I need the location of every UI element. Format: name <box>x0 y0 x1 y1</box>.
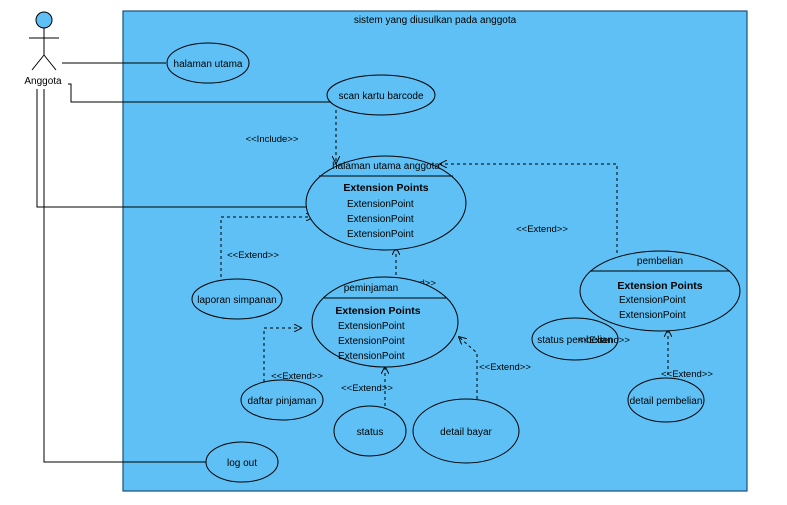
usecase-label: status pembelian <box>537 335 613 346</box>
extend-label-pembelian: <<Extend>> <box>516 224 568 235</box>
usecase-label: log out <box>227 458 257 469</box>
extend-edge-detail-bayar <box>459 337 478 399</box>
usecase-label: scan kartu barcode <box>338 91 423 102</box>
usecase-halaman-utama[interactable]: halaman utama <box>166 42 250 84</box>
usecase-daftar-pinjaman[interactable]: daftar pinjaman <box>240 379 324 421</box>
extension-point: ExtensionPoint <box>347 214 414 225</box>
extend-edge-daftar <box>263 328 301 382</box>
extend-edge-laporan <box>220 217 313 283</box>
extend-label-laporan: <<Extend>> <box>227 250 279 261</box>
extend-label-status-pembelian: <<Extend>> <box>578 335 630 346</box>
extend-label-detail-bayar: <<Extend>> <box>479 362 531 373</box>
extend-label-daftar: <<Extend>> <box>271 371 323 382</box>
assoc-scan-kartu <box>68 83 333 103</box>
usecase-pembelian[interactable]: pembelian Extension Points ExtensionPoin… <box>579 250 741 332</box>
usecase-label: daftar pinjaman <box>248 396 317 407</box>
extension-point: ExtensionPoint <box>338 351 405 362</box>
extension-point: ExtensionPoint <box>347 229 414 240</box>
extend-label-status: <<Extend>> <box>341 383 393 394</box>
usecase-detail-pembelian[interactable]: detail pembelian <box>627 377 705 423</box>
usecase-label: laporan simpanan <box>197 295 277 306</box>
extension-points-title: Extension Points <box>617 280 702 292</box>
include-label: <<Include>> <box>246 134 299 145</box>
usecase-detail-bayar[interactable]: detail bayar <box>412 398 520 464</box>
usecase-status-pembelian[interactable]: status pembelian <box>531 317 619 361</box>
extension-point: ExtensionPoint <box>338 321 405 332</box>
extension-point: ExtensionPoint <box>619 295 686 306</box>
assoc-halaman-utama-anggota <box>36 89 306 208</box>
usecase-halaman-utama-anggota[interactable]: halaman utama anggota Extension Points E… <box>305 155 467 251</box>
usecase-label: peminjaman <box>344 283 398 294</box>
actor-name: Anggota <box>24 76 62 87</box>
extension-points-title: Extension Points <box>335 305 420 317</box>
system-title: sistem yang diusulkan pada anggota <box>354 15 517 26</box>
actor-anggota[interactable]: Anggota <box>24 11 62 87</box>
usecase-log-out[interactable]: log out <box>205 441 279 483</box>
extension-point: ExtensionPoint <box>347 199 414 210</box>
extend-label-detail-pembelian: <<Extend>> <box>661 369 713 380</box>
usecase-label: pembelian <box>637 256 683 267</box>
extension-point: ExtensionPoint <box>338 336 405 347</box>
extension-points-title: Extension Points <box>343 182 428 194</box>
usecase-label: detail pembelian <box>630 396 703 407</box>
usecase-label: status <box>357 427 384 438</box>
usecase-label: halaman utama <box>174 59 243 70</box>
usecase-scan-kartu-barcode[interactable]: scan kartu barcode <box>326 74 436 116</box>
usecase-laporan-simpanan[interactable]: laporan simpanan <box>191 278 283 320</box>
extension-point: ExtensionPoint <box>619 310 686 321</box>
usecase-label: halaman utama anggota <box>332 161 440 172</box>
actor-head <box>35 11 53 29</box>
usecase-status[interactable]: status <box>333 405 407 457</box>
extend-edge-pembelian <box>440 164 618 253</box>
usecase-peminjaman[interactable]: peminjaman Extension Points ExtensionPoi… <box>311 276 459 368</box>
usecase-label: detail bayar <box>440 427 492 438</box>
assoc-log-out <box>43 89 206 463</box>
